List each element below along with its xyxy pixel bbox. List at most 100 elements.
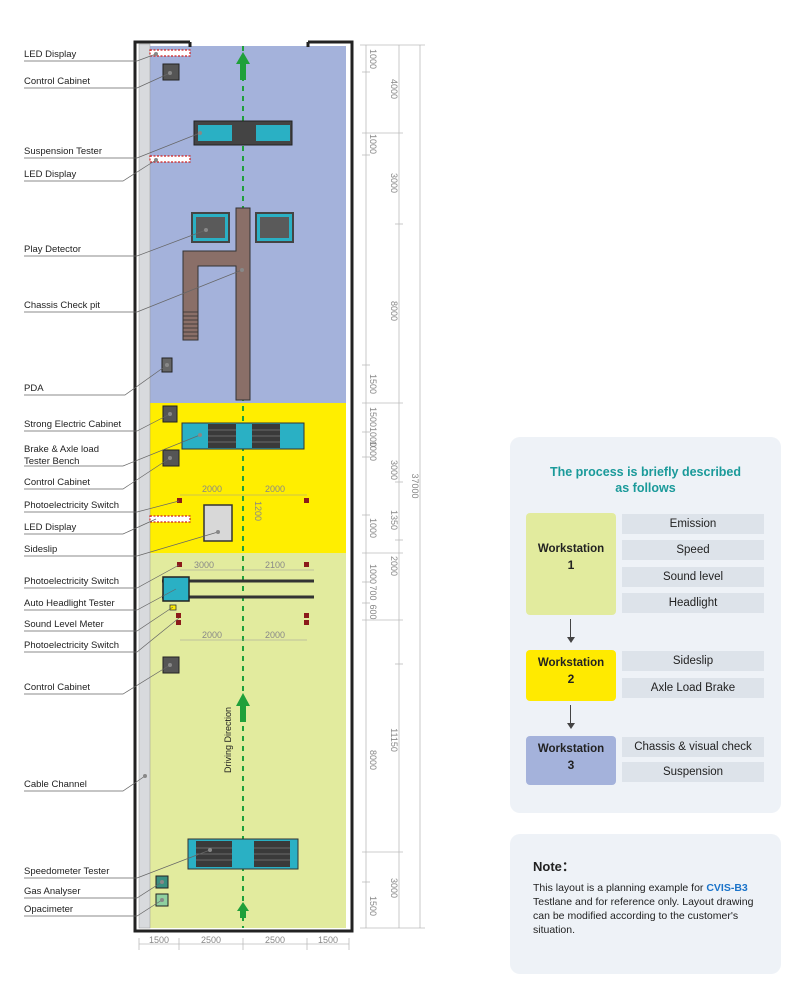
label-play-detector: Play Detector (24, 244, 82, 255)
dim-r-5: 8000 (389, 301, 399, 321)
dim-r-3: 1000 (368, 134, 378, 154)
dim-bottom-1: 1500 (149, 935, 169, 945)
arrow-ws2-ws3 (570, 705, 571, 725)
dim-r-7: 1500 (368, 407, 378, 427)
dim-r-12: 1000 (368, 518, 378, 538)
label-photo-switch-3: Photoelectricity Switch (24, 640, 120, 651)
cable-channel (138, 43, 151, 929)
dim-r-11: 1350 (389, 510, 399, 530)
leader-lines (24, 53, 243, 917)
wall-left (133, 40, 354, 933)
dim-r-8: 1000 (368, 427, 378, 447)
dim-bottom-2: 2500 (201, 935, 221, 945)
label-sideslip: Sideslip (24, 544, 58, 555)
chassis-check-pit (182, 207, 251, 401)
workstation-3-name: Workstation (537, 743, 605, 755)
dim-r-6: 1500 (368, 374, 378, 394)
arrow-up-bottom (237, 902, 249, 918)
note-text-before: This layout is a planning example for (533, 882, 707, 894)
task-chassis-visual: Chassis & visual check (622, 737, 764, 757)
label-brake-axle-1: Brake & Axle load (24, 444, 99, 455)
note-heading: Note： (533, 859, 575, 874)
label-led-display-1: LED Display (24, 49, 77, 60)
label-cable-channel: Cable Channel (24, 779, 87, 790)
label-control-cabinet-2: Control Cabinet (24, 477, 91, 488)
led-display-3 (149, 515, 191, 523)
note-text-after: Testlane and for reference only. Layout … (533, 896, 754, 936)
process-panel: The process is briefly described as foll… (510, 437, 781, 813)
dim-inner-2: 2000 (265, 484, 285, 494)
label-strong-electric-cabinet: Strong Electric Cabinet (24, 419, 122, 430)
arrow-up-top (236, 52, 250, 80)
process-title-line1: The process is briefly described (549, 465, 742, 479)
dim-r-9: 1000 (368, 441, 378, 461)
label-speedometer-tester: Speedometer Tester (24, 866, 110, 877)
label-led-display-2: LED Display (24, 169, 77, 180)
label-opacimeter: Opacimeter (24, 904, 74, 915)
dim-r-17: 11150 (389, 728, 399, 752)
dim-r-4: 3000 (389, 173, 399, 193)
task-speed: Speed (622, 540, 764, 560)
workstation-2-name: Workstation (537, 657, 605, 669)
arrow-up-mid (236, 693, 250, 722)
dim-total: 37000 (410, 473, 420, 498)
label-photo-switch-2: Photoelectricity Switch (24, 576, 120, 587)
dim-inner-3: 3000 (194, 560, 214, 570)
dim-r-15: 700 (368, 585, 378, 600)
led-display-1 (149, 49, 191, 57)
dim-r-14: 1000 (368, 564, 378, 584)
dim-r-1: 1000 (368, 49, 378, 69)
dim-inner-5: 2000 (202, 630, 222, 640)
dim-inner-4: 2100 (265, 560, 285, 570)
label-photo-switch-1: Photoelectricity Switch (24, 500, 120, 511)
arrow-head-2 (567, 723, 575, 729)
label-brake-axle-2: Tester Bench (24, 456, 80, 467)
zone-workstation-1 (150, 553, 346, 928)
marker-dots (143, 52, 244, 902)
sound-level-meter (169, 604, 177, 611)
label-led-display-3: LED Display (24, 522, 77, 533)
label-pda: PDA (24, 383, 44, 394)
task-headlight: Headlight (622, 593, 764, 613)
task-sideslip: Sideslip (622, 651, 764, 671)
led-display-2 (149, 155, 191, 163)
label-control-cabinet-3: Control Cabinet (24, 682, 91, 693)
workstation-1: Workstation 1 (526, 513, 616, 615)
note-panel: Note： This layout is a planning example … (510, 834, 781, 974)
task-axle-load-brake: Axle Load Brake (622, 678, 764, 698)
dim-r-20: 1500 (368, 896, 378, 916)
task-sound-level: Sound level (622, 567, 764, 587)
dim-inner-7: 1200 (253, 501, 263, 521)
label-sound-level-meter: Sound Level Meter (24, 619, 104, 630)
workstation-3: Workstation 3 (526, 736, 616, 785)
dim-lines-inner (180, 494, 314, 641)
workstation-1-num: 1 (567, 558, 575, 572)
label-auto-headlight-tester: Auto Headlight Tester (24, 598, 115, 609)
dim-lines-bottom (138, 938, 350, 950)
dim-r-19: 3000 (389, 878, 399, 898)
dim-bottom-4: 1500 (318, 935, 338, 945)
note-text: This layout is a planning example for CV… (533, 881, 768, 937)
label-chassis-check-pit: Chassis Check pit (24, 300, 101, 311)
workstation-1-name: Workstation (537, 543, 605, 555)
note-highlight: CVIS-B3 (706, 882, 748, 894)
workstation-2: Workstation 2 (526, 650, 616, 701)
dim-r-10: 3000 (389, 460, 399, 480)
dim-r-13: 2000 (389, 556, 399, 576)
label-gas-analyser: Gas Analyser (24, 886, 81, 897)
workstation-3-num: 3 (567, 758, 575, 772)
driving-direction-label: Driving Direction (223, 707, 233, 773)
process-title-line2: as follows (615, 481, 676, 495)
dim-inner-6: 2000 (265, 630, 285, 640)
dim-inner-1: 2000 (202, 484, 222, 494)
dim-bottom-3: 2500 (265, 935, 285, 945)
dim-r-18: 8000 (368, 750, 378, 770)
brake-axle-tester-bench (181, 422, 305, 450)
process-title: The process is briefly described as foll… (510, 464, 781, 496)
label-control-cabinet-1: Control Cabinet (24, 76, 91, 87)
task-suspension: Suspension (622, 762, 764, 782)
arrow-head-1 (567, 637, 575, 643)
arrow-ws1-ws2 (570, 619, 571, 639)
dim-lines-right (360, 44, 425, 929)
